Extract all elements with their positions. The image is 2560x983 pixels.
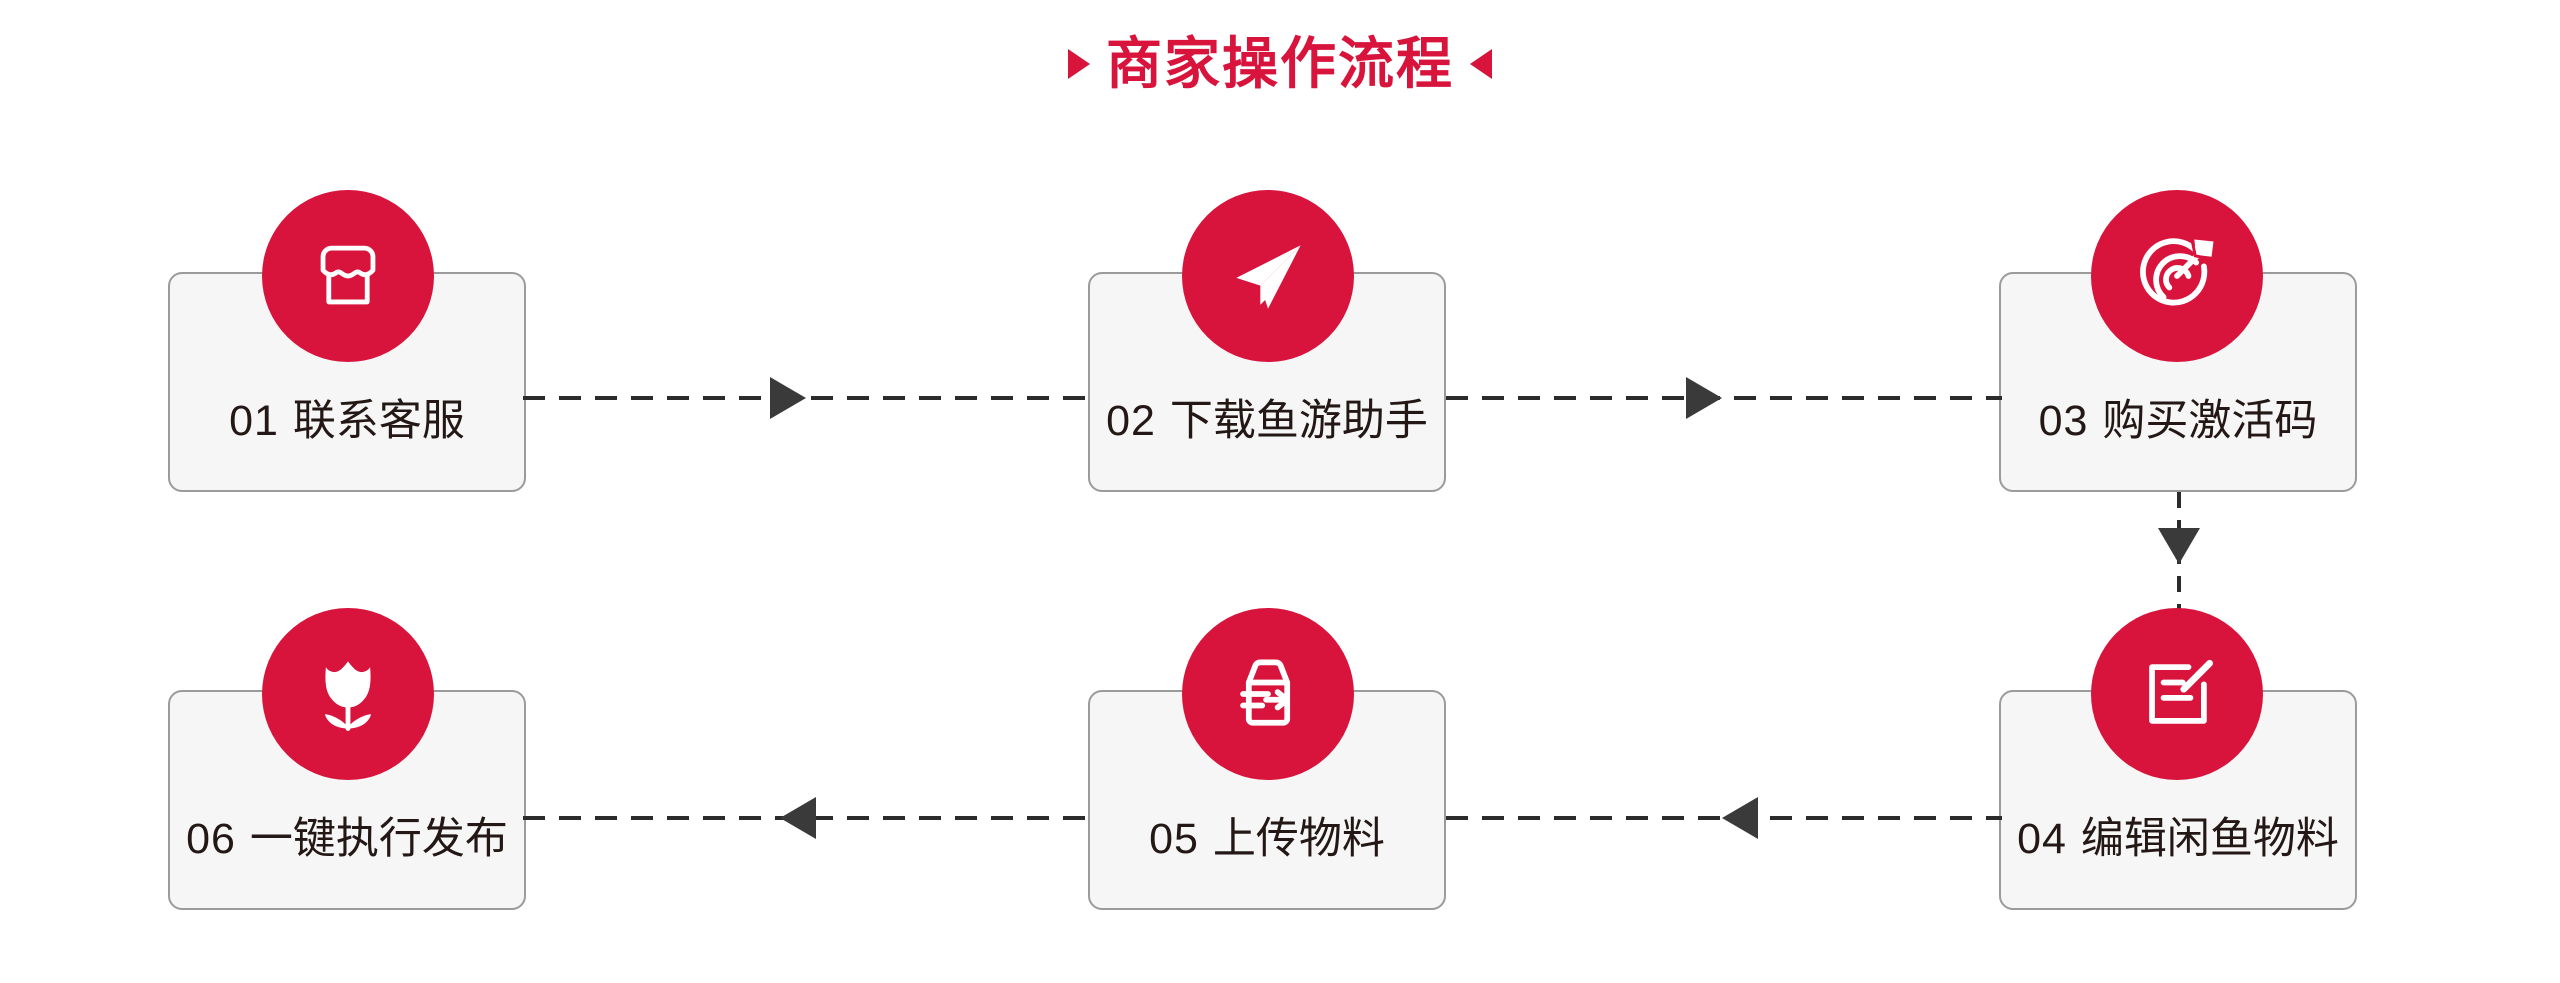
step-card-05-text: 上传物料 <box>1212 815 1385 863</box>
arrow-left-04-to-05-icon <box>1722 797 1758 839</box>
tulip-flower-icon <box>262 608 434 780</box>
step-card-04-number: 04 <box>2017 815 2067 863</box>
step-card-04-text: 编辑闲鱼物料 <box>2080 815 2339 863</box>
page-title: 商家操作流程 <box>0 34 2560 94</box>
step-card-05-number: 05 <box>1149 815 1199 863</box>
step-card-01-text: 联系客服 <box>292 397 465 445</box>
page-title-text: 商家操作流程 <box>1106 32 1454 95</box>
arrow-right-01-to-02-icon <box>770 377 806 419</box>
step-card-01-label: 01 联系客服 <box>170 396 524 446</box>
archive-box-arrow-icon <box>1182 608 1354 780</box>
step-card-01-number: 01 <box>229 397 279 445</box>
arrow-down-03-to-04-icon <box>2158 528 2200 564</box>
step-card-06-text: 一键执行发布 <box>249 815 508 863</box>
step-card-02-number: 02 <box>1106 397 1156 445</box>
arrow-left-05-to-06-icon <box>780 797 816 839</box>
step-card-03-label: 03 购买激活码 <box>2001 396 2355 446</box>
arrow-right-02-to-03-icon <box>1686 377 1722 419</box>
edit-document-icon <box>2091 608 2263 780</box>
connector-03-to-04 <box>2177 492 2181 692</box>
triangle-left-icon <box>1470 49 1492 79</box>
storefront-icon <box>262 190 434 362</box>
connector-02-to-03 <box>1446 396 2002 400</box>
step-card-06-number: 06 <box>186 815 236 863</box>
target-arrow-icon <box>2091 190 2263 362</box>
step-card-04-label: 04 编辑闲鱼物料 <box>2001 814 2355 864</box>
triangle-right-icon <box>1068 49 1090 79</box>
step-card-03-text: 购买激活码 <box>2102 397 2318 445</box>
step-card-03-number: 03 <box>2038 397 2089 445</box>
step-card-05[interactable]: 05 上传物料 <box>1088 690 1446 910</box>
step-card-02-text: 下载鱼游助手 <box>1169 397 1428 445</box>
paper-plane-icon <box>1182 190 1354 362</box>
step-card-05-label: 05 上传物料 <box>1090 814 1444 864</box>
step-card-06-label: 06 一键执行发布 <box>170 814 524 864</box>
step-card-02-label: 02 下载鱼游助手 <box>1090 396 1444 446</box>
